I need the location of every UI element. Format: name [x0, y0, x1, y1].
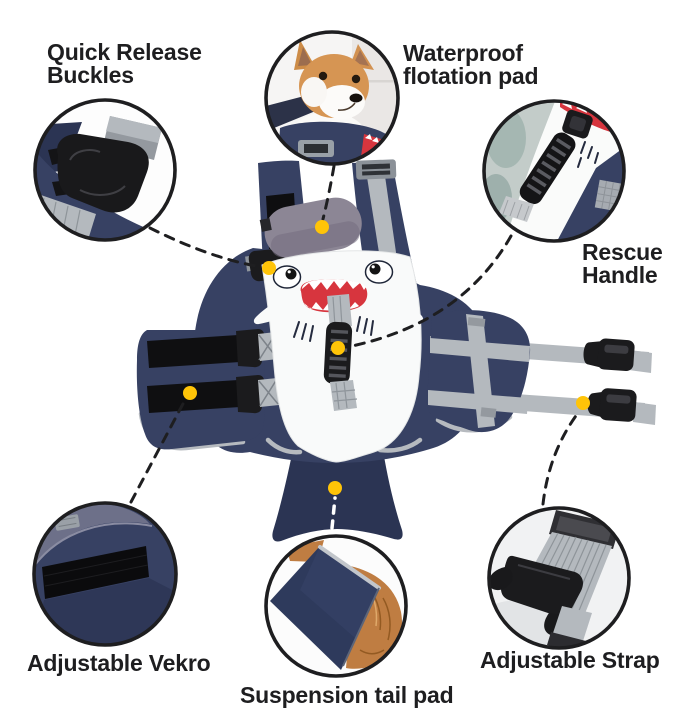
velcro-detail-circle-border [32, 501, 178, 647]
shark-eye-right [364, 260, 394, 284]
label-waterproof-flotation-pad: Waterproof flotation pad [403, 40, 539, 89]
body-trim-right [377, 437, 423, 453]
rescue-detail-circle-border [482, 99, 626, 243]
label-line: flotation pad [403, 63, 539, 89]
right-straps [428, 336, 656, 425]
strap-detail-circle-border [487, 506, 631, 650]
body-trim-left [265, 437, 303, 455]
connector-tail-pad [330, 496, 337, 530]
buckle-detail-photo [35, 100, 175, 240]
tail-pad-detail-photo [266, 536, 406, 676]
label-line: Waterproof [403, 40, 523, 66]
shark-fin-left [253, 291, 302, 325]
marker-dot-velcro [183, 386, 197, 400]
label-line: Suspension tail pad [240, 682, 454, 708]
label-suspension-tail-pad: Suspension tail pad [240, 682, 454, 708]
strap-detail-photo [489, 508, 629, 648]
connector-velcro [129, 398, 187, 504]
side-release-buckle-lower [587, 388, 637, 422]
label-line: Adjustable Strap [480, 647, 660, 673]
marker-dot-tail-pad [328, 481, 342, 495]
dog-photo [266, 32, 398, 164]
label-quick-release-buckles: Quick Release Buckles [47, 41, 202, 87]
shoulder-triglide-buckle [355, 159, 397, 180]
connector-rescue [350, 234, 513, 348]
marker-dots [183, 220, 590, 495]
label-line: Buckles [47, 62, 134, 88]
left-side-flap [136, 329, 279, 451]
buckle-detail-circle-border [33, 98, 177, 242]
marker-dot-rescue [331, 341, 345, 355]
shark-gills [293, 316, 374, 342]
marker-dot-flotation [315, 220, 329, 234]
gill-marks [577, 141, 599, 168]
label-line: Quick Release [47, 39, 202, 65]
marker-dot-strap [576, 396, 590, 410]
label-adjustable-vekro: Adjustable Vekro [27, 650, 211, 676]
dog-photo-circle-border [264, 30, 400, 166]
connector-lines [129, 164, 580, 530]
shark-eye-left [272, 265, 302, 289]
connector-buckles [148, 226, 258, 268]
shark-fin-right [373, 288, 424, 323]
label-adjustable-strap: Adjustable Strap [480, 649, 660, 672]
label-rescue-handle: Rescue Handle [582, 241, 663, 287]
connector-strap [541, 411, 580, 506]
detail-circles [32, 30, 631, 678]
label-line: Adjustable Vekro [27, 650, 211, 676]
velcro-detail-photo [34, 503, 176, 645]
label-line: Handle [582, 262, 658, 288]
flap-vertical-strap [466, 314, 495, 428]
collar-fin-pad [259, 197, 362, 259]
tail-pad-detail-circle-border [264, 534, 408, 678]
right-side-flap [426, 310, 531, 433]
rescue-handle-detail-photo [484, 101, 624, 241]
connector-flotation [321, 164, 336, 221]
side-release-buckle-upper [583, 338, 635, 372]
marker-dot-buckles [262, 261, 276, 275]
life-jacket [136, 159, 656, 542]
label-line: Rescue [582, 239, 663, 265]
